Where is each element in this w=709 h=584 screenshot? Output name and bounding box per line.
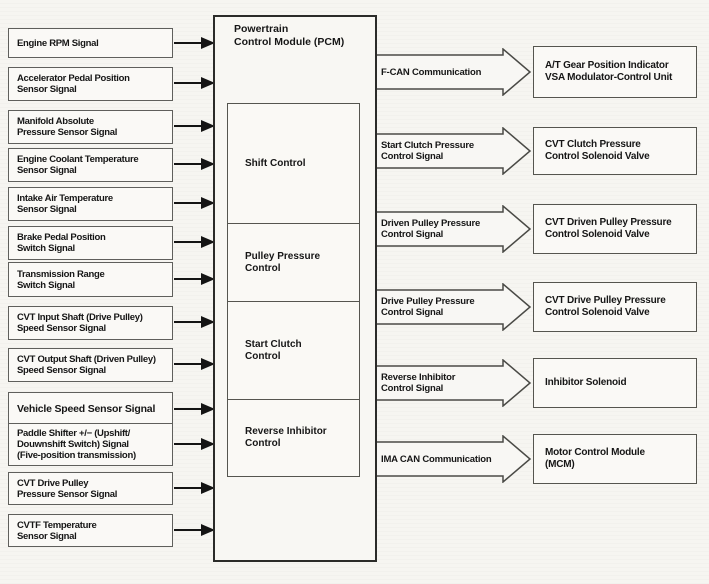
arrow-right-icon	[174, 158, 215, 171]
input-signal-box-paddle-shifter: Paddle Shifter +/− (Upshift/ Douwnshift …	[8, 423, 173, 466]
input-signal-box-engine-rpm: Engine RPM Signal	[8, 28, 173, 58]
block-arrow-right-icon	[377, 359, 532, 407]
arrow-right-icon	[174, 120, 215, 133]
pcm-function-shift-control: Shift Control	[245, 157, 306, 169]
output-signal-label: F-CAN Communication	[381, 66, 482, 78]
arrow-right-icon	[174, 403, 215, 416]
arrow-right-icon	[174, 358, 215, 371]
output-signal-label: Drive Pulley Pressure Control Signal	[381, 296, 475, 318]
input-signal-box-manifold-pressure: Manifold Absolute Pressure Sensor Signal	[8, 110, 173, 144]
pcm-function-reverse-inhibitor-control: Reverse Inhibitor Control	[228, 399, 359, 475]
arrow-right-icon	[174, 37, 215, 50]
input-signal-box-accelerator-pedal: Accelerator Pedal Position Sensor Signal	[8, 67, 173, 101]
pcm-function-pulley-pressure-control: Pulley Pressure Control	[228, 223, 359, 301]
arrow-right-icon	[174, 77, 215, 90]
input-signal-box-vehicle-speed: Vehicle Speed Sensor Signal	[8, 392, 173, 427]
output-arrow-ima-can: IMA CAN Communication	[376, 435, 533, 483]
input-signal-box-transmission-range: Transmission Range Switch Signal	[8, 262, 173, 297]
output-device-box-drive-pulley-solenoid: CVT Drive Pulley Pressure Control Soleno…	[533, 282, 697, 332]
arrow-right-icon	[174, 482, 215, 495]
output-arrow-driven-pulley-pressure: Driven Pulley Pressure Control Signal	[376, 205, 533, 253]
output-signal-label: IMA CAN Communication	[381, 453, 492, 465]
output-device-box-cvt-clutch-solenoid: CVT Clutch Pressure Control Solenoid Val…	[533, 127, 697, 175]
output-device-box-motor-control-module: Motor Control Module (MCM)	[533, 434, 697, 484]
input-signal-box-drive-pulley-pressure: CVT Drive Pulley Pressure Sensor Signal	[8, 472, 173, 505]
arrow-right-icon	[174, 236, 215, 249]
input-signal-box-coolant-temp: Engine Coolant Temperature Sensor Signal	[8, 148, 173, 182]
arrow-right-icon	[174, 316, 215, 329]
arrow-right-icon	[174, 273, 215, 286]
pcm-module-box: Powertrain Control Module (PCM) Shift Co…	[213, 15, 377, 562]
input-signal-box-cvtf-temp: CVTF Temperature Sensor Signal	[8, 514, 173, 547]
arrow-right-icon	[174, 197, 215, 210]
output-arrow-f-can: F-CAN Communication	[376, 48, 533, 96]
arrow-right-icon	[174, 524, 215, 537]
pcm-title: Powertrain Control Module (PCM)	[234, 23, 345, 48]
input-signal-box-cvt-output-shaft: CVT Output Shaft (Driven Pulley) Speed S…	[8, 348, 173, 382]
block-arrow-right-icon	[377, 127, 532, 175]
pcm-function-group-box: Shift Control Pulley Pressure Control St…	[227, 103, 360, 477]
output-arrow-drive-pulley-pressure: Drive Pulley Pressure Control Signal	[376, 283, 533, 331]
output-signal-label: Reverse Inhibitor Control Signal	[381, 372, 456, 394]
output-device-box-at-gear-indicator: A/T Gear Position Indicator VSA Modulato…	[533, 46, 697, 98]
block-arrow-right-icon	[377, 205, 532, 253]
output-arrow-start-clutch-pressure: Start Clutch Pressure Control Signal	[376, 127, 533, 175]
output-signal-label: Start Clutch Pressure Control Signal	[381, 140, 474, 162]
input-signal-box-intake-air-temp: Intake Air Temperature Sensor Signal	[8, 187, 173, 221]
arrow-right-icon	[174, 438, 215, 451]
input-signal-box-brake-pedal: Brake Pedal Position Switch Signal	[8, 226, 173, 260]
block-arrow-right-icon	[377, 48, 532, 96]
output-arrow-reverse-inhibitor: Reverse Inhibitor Control Signal	[376, 359, 533, 407]
pcm-function-start-clutch-control: Start Clutch Control	[228, 301, 359, 399]
output-signal-label: Driven Pulley Pressure Control Signal	[381, 218, 481, 240]
block-arrow-right-icon	[377, 283, 532, 331]
input-signal-box-cvt-input-shaft: CVT Input Shaft (Drive Pulley) Speed Sen…	[8, 306, 173, 340]
block-arrow-right-icon	[377, 435, 532, 483]
output-device-box-driven-pulley-solenoid: CVT Driven Pulley Pressure Control Solen…	[533, 204, 697, 254]
output-device-box-inhibitor-solenoid: Inhibitor Solenoid	[533, 358, 697, 408]
